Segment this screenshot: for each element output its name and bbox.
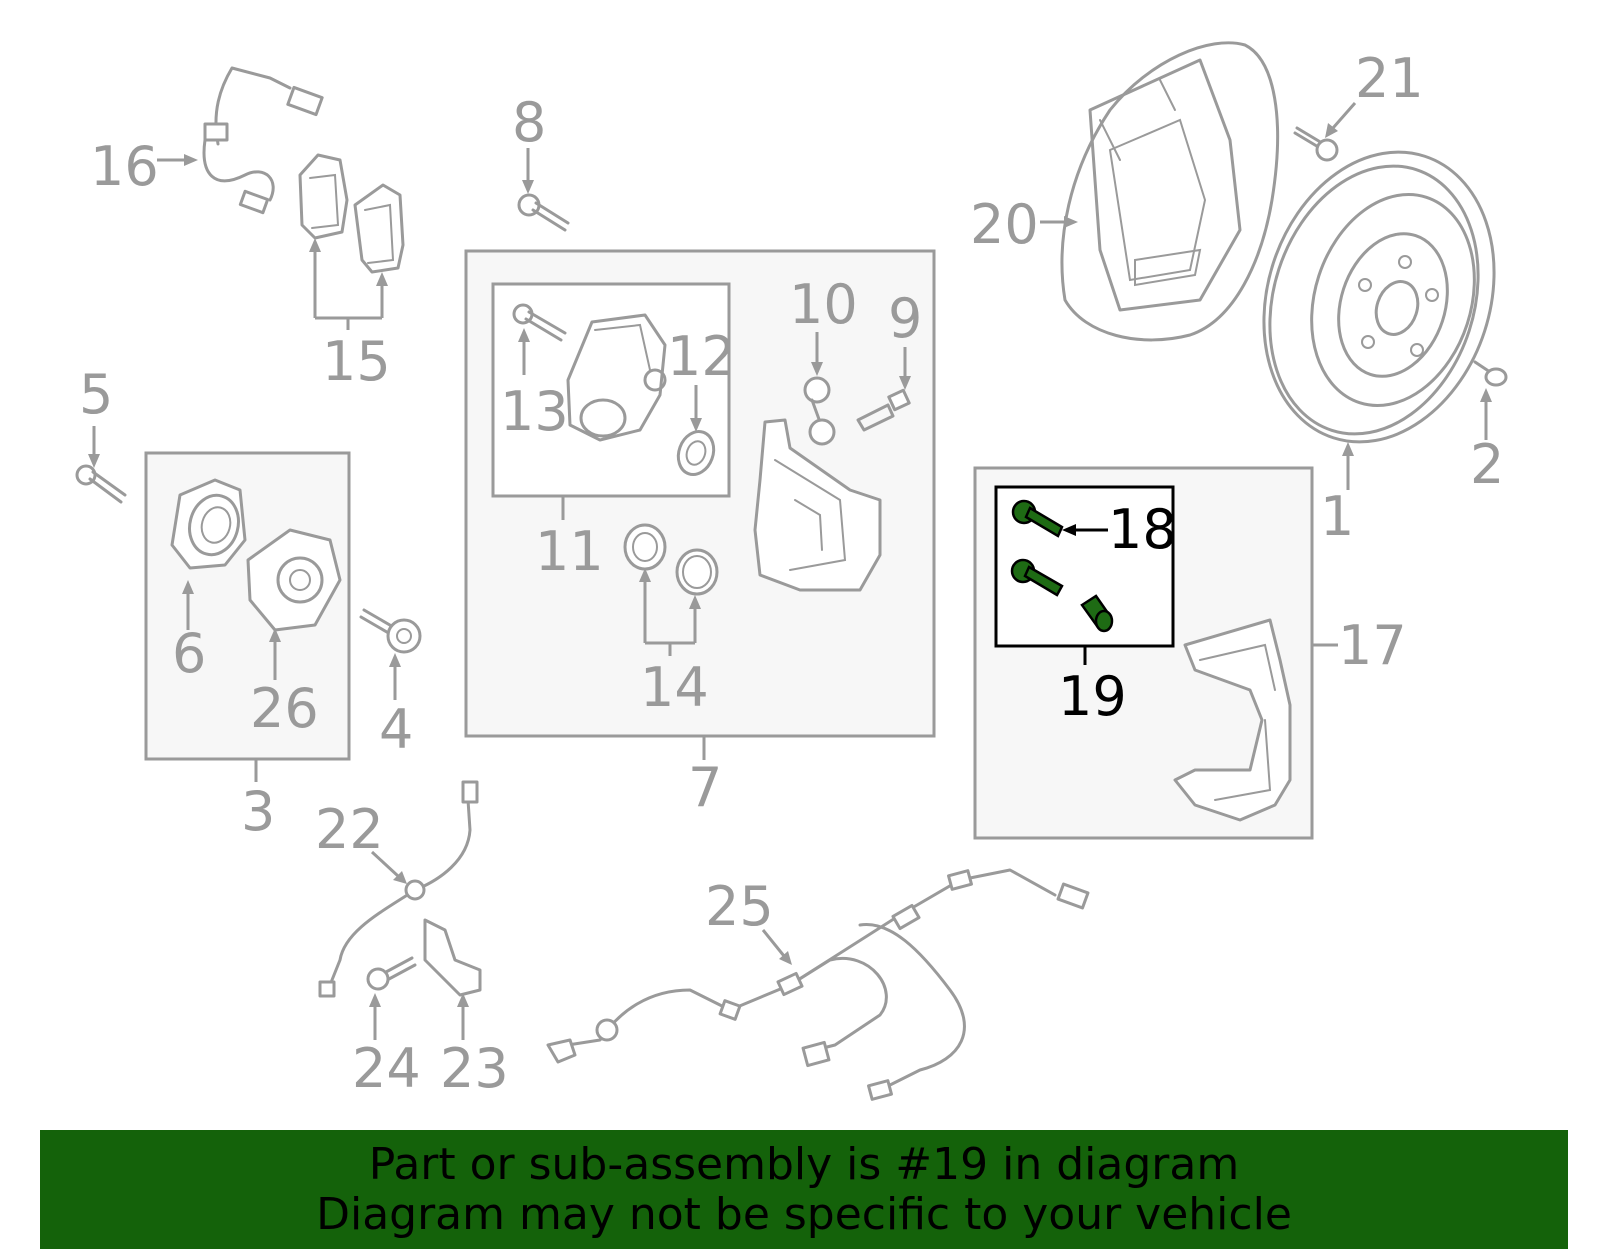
callout-labels: 1 2 3 4 5 6 7 8 9 10 11 12 13 14 15 16 1… xyxy=(79,47,1504,1100)
callout-3: 3 xyxy=(241,780,275,843)
callout-18[interactable]: 18 xyxy=(1108,498,1177,561)
bolt-8 xyxy=(517,193,570,232)
hub-26 xyxy=(246,528,342,632)
callout-13: 13 xyxy=(500,380,569,443)
banner-line-2: Diagram may not be specific to your vehi… xyxy=(316,1188,1292,1240)
bolt-2 xyxy=(1473,360,1508,387)
callout-14: 14 xyxy=(640,656,709,719)
bolt-4 xyxy=(359,608,422,654)
brake-hose-22 xyxy=(318,780,479,998)
guide-pin-10 xyxy=(803,376,836,446)
callout-19[interactable]: 19 xyxy=(1058,665,1127,728)
seal-ring-14a xyxy=(623,523,667,571)
bolt-18-highlighted[interactable] xyxy=(1011,499,1064,538)
brake-pads-15 xyxy=(298,153,405,274)
washer-12 xyxy=(676,430,716,476)
callout-26: 26 xyxy=(250,677,319,740)
bearing-6 xyxy=(170,478,247,570)
bolt-21 xyxy=(1293,126,1339,162)
callout-10: 10 xyxy=(789,273,858,336)
bolt-19-highlighted[interactable] xyxy=(1010,558,1064,597)
caliper-bracket-part xyxy=(753,418,882,592)
callout-7: 7 xyxy=(688,756,722,819)
callout-17: 17 xyxy=(1338,614,1407,677)
brake-rotor-part xyxy=(1262,150,1496,444)
callout-24: 24 xyxy=(352,1037,421,1100)
bleeder-9 xyxy=(856,388,911,432)
info-banner: Part or sub-assembly is #19 in diagram D… xyxy=(40,1130,1568,1249)
callout-8: 8 xyxy=(512,91,546,154)
callout-25: 25 xyxy=(705,875,774,938)
callout-20: 20 xyxy=(970,193,1039,256)
callout-2: 2 xyxy=(1470,433,1504,496)
brake-shield-part xyxy=(1060,41,1280,342)
callout-9: 9 xyxy=(888,287,922,350)
bushing-19-highlighted[interactable] xyxy=(1080,594,1114,633)
sensor-cable-16 xyxy=(202,66,324,215)
bolt-13 xyxy=(512,303,567,342)
parts-diagram: 1 2 3 4 5 6 7 8 9 10 11 12 13 14 15 16 1… xyxy=(75,41,1508,1101)
callout-12: 12 xyxy=(667,325,736,388)
boot-14b xyxy=(675,548,719,596)
callout-16: 16 xyxy=(90,135,159,198)
caliper-carrier-17 xyxy=(1173,618,1292,822)
callout-6: 6 xyxy=(172,622,206,685)
callout-1: 1 xyxy=(1320,485,1354,548)
callout-22: 22 xyxy=(315,798,384,861)
callout-11: 11 xyxy=(535,520,604,583)
banner-line-1: Part or sub-assembly is #19 in diagram xyxy=(368,1138,1240,1190)
leader-lines xyxy=(88,102,1492,1040)
callout-21: 21 xyxy=(1355,47,1424,110)
callout-4: 4 xyxy=(379,698,413,761)
callout-15: 15 xyxy=(322,330,391,393)
bolt-5 xyxy=(75,464,127,504)
callout-5: 5 xyxy=(79,363,113,426)
wire-harness-25 xyxy=(546,868,1090,1101)
bolt-24 xyxy=(366,956,417,991)
callout-23: 23 xyxy=(440,1037,509,1100)
caliper-housing-part xyxy=(566,313,667,442)
bracket-23 xyxy=(423,918,482,997)
